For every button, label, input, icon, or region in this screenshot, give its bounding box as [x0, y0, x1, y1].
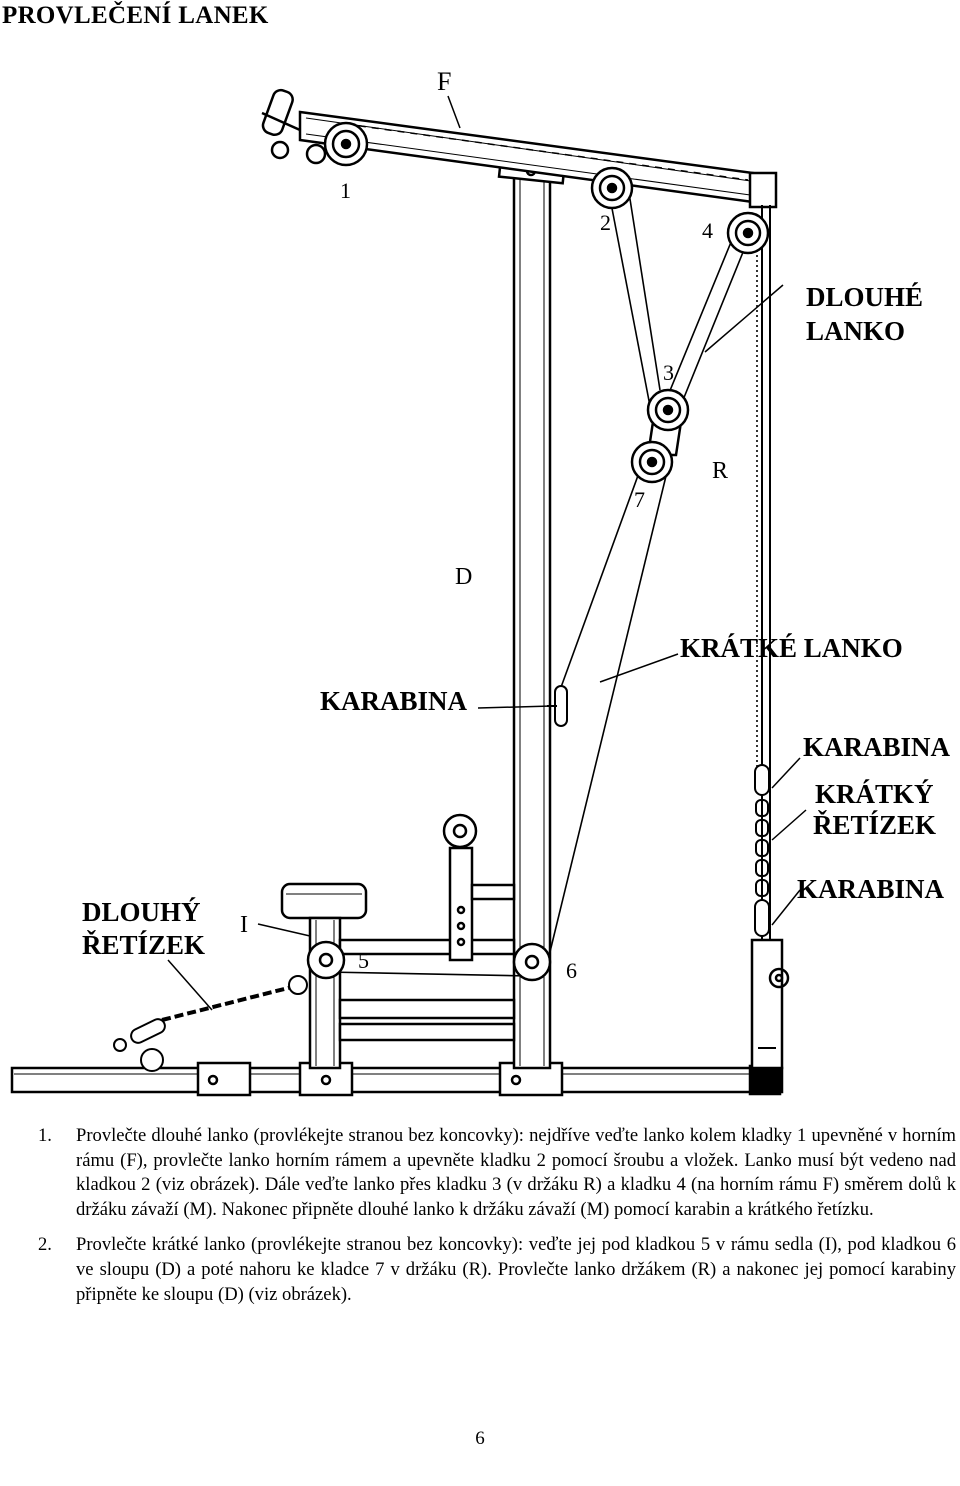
label-short-cable: KRÁTKÉ LANKO: [680, 633, 903, 663]
pulley-5: [306, 940, 346, 980]
short-cable: [325, 469, 667, 977]
label-short-chain-1: KRÁTKÝ: [815, 779, 934, 809]
base-frame: [10, 1061, 784, 1097]
pulley-4: [726, 211, 770, 255]
instructions: 1. Provlečte dlouhé lanko (provlékejte s…: [38, 1124, 956, 1307]
instruction-text: Provlečte dlouhé lanko (provlékejte stra…: [76, 1125, 956, 1220]
label-i: I: [240, 912, 248, 938]
instruction-number: 1.: [38, 1125, 52, 1146]
pulley-6: [512, 942, 552, 982]
instruction-number: 2.: [38, 1234, 52, 1256]
label-pulley-1: 1: [340, 178, 351, 203]
leg-extension: [442, 813, 516, 962]
page-title: PROVLEČENÍ LANEK: [2, 2, 269, 29]
leader-lines: [167, 95, 807, 1011]
label-long-chain-2: ŘETÍZEK: [82, 930, 205, 960]
instruction-text: Provlečte krátké lanko (provlékejte stra…: [76, 1234, 956, 1305]
pulley-3: [646, 388, 690, 432]
short-chain: [754, 764, 770, 937]
label-pulley-6: 6: [566, 958, 577, 983]
instruction-item: 1. Provlečte dlouhé lanko (provlékejte s…: [38, 1124, 956, 1222]
label-r: R: [712, 458, 728, 484]
label-carabiner-right-top: KARABINA: [803, 732, 951, 762]
long-chain: [113, 975, 308, 1072]
pulley-1: [323, 121, 369, 167]
pulley-7: [630, 440, 674, 484]
label-d: D: [455, 564, 472, 590]
label-pulley-4: 4: [702, 218, 713, 243]
label-long-chain-1: DLOUHÝ: [82, 897, 201, 927]
label-f: F: [437, 67, 451, 96]
label-carabiner-right-bottom: KARABINA: [797, 874, 945, 904]
long-cable: [609, 179, 758, 780]
label-pulley-2: 2: [600, 210, 611, 235]
label-pulley-7: 7: [634, 487, 645, 512]
label-carabiner-left: KARABINA: [320, 686, 468, 716]
top-handle: [261, 88, 327, 165]
label-long-cable-2: LANKO: [806, 316, 905, 346]
top-frame: [298, 110, 778, 209]
carabiner-on-column: [547, 685, 568, 727]
label-short-chain-2: ŘETÍZEK: [813, 810, 936, 840]
label-pulley-5: 5: [358, 948, 369, 973]
instruction-item: 2. Provlečte krátké lanko (provlékejte s…: [38, 1233, 956, 1307]
page-number: 6: [475, 1428, 485, 1449]
label-pulley-3: 3: [663, 360, 674, 385]
right-guide-rod: [750, 205, 790, 1070]
cable-routing-diagram: F 1 2 4 3 R 7 D I 5 6 DLOUHÉ LANKO KRÁTK…: [10, 67, 951, 1097]
pulley-2: [590, 166, 634, 210]
label-long-cable-1: DLOUHÉ: [806, 282, 923, 312]
